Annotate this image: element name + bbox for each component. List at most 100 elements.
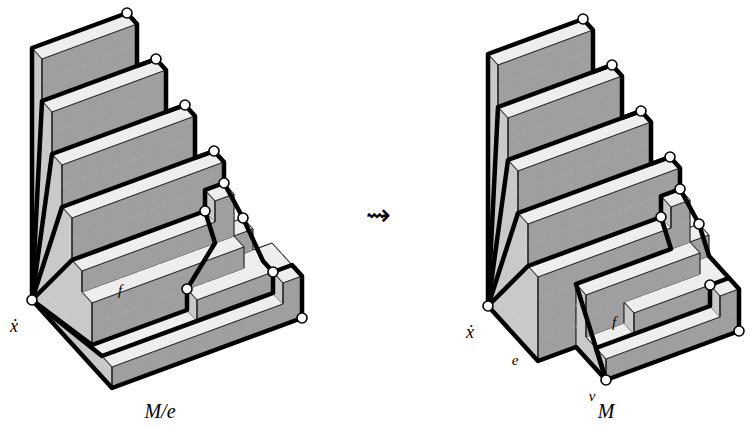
- cube-edge: [557, 263, 576, 270]
- cube-edge: [61, 186, 62, 207]
- cube-edge: [81, 271, 82, 292]
- cube-edge: [169, 339, 188, 346]
- cube-edge: [575, 326, 576, 347]
- cube-edge: [51, 112, 52, 133]
- cube-edge: [234, 236, 244, 247]
- cube-edge: [272, 243, 282, 254]
- cube-edge: [517, 171, 518, 192]
- cube-edge: [91, 303, 92, 324]
- cube-edge: [662, 260, 681, 267]
- graph-vertex: [656, 212, 666, 222]
- cube-edge: [109, 84, 128, 91]
- cube-edge: [537, 319, 538, 340]
- graph-edge: [699, 224, 729, 278]
- cube-edge: [150, 346, 169, 353]
- cube-edge: [537, 277, 538, 298]
- graph-edge: [32, 105, 185, 300]
- cube-edge: [537, 277, 538, 298]
- cube-edge: [576, 256, 595, 263]
- cube-edge: [90, 91, 109, 98]
- cube-edge: [119, 137, 138, 144]
- cube-edge: [41, 59, 42, 80]
- cube-edge: [243, 247, 244, 268]
- cube-edge: [147, 70, 166, 77]
- graph-vertex: [200, 206, 210, 216]
- graph-edge: [32, 300, 302, 388]
- cube-edge: [624, 274, 643, 281]
- cube-edge: [672, 292, 691, 299]
- cube-edge: [99, 31, 118, 38]
- cube-edge: [176, 116, 195, 123]
- cube-edge: [167, 176, 186, 183]
- cube-edge: [623, 302, 624, 323]
- cube-edge: [536, 44, 555, 51]
- cube-edge: [689, 221, 690, 242]
- block-figure: [32, 13, 302, 388]
- cube-edge: [623, 182, 642, 189]
- cube-edge: [555, 37, 574, 44]
- cube-edge: [699, 253, 700, 274]
- graph-edge: [606, 331, 739, 380]
- cube-edge: [643, 267, 662, 274]
- cube-edge: [682, 324, 701, 331]
- cube-edge: [130, 282, 149, 289]
- cube-edge: [585, 196, 604, 203]
- cube-edge: [537, 157, 556, 164]
- cube-edge: [157, 123, 176, 130]
- vertex-label: ẋ: [466, 323, 474, 341]
- cube-edge: [51, 112, 52, 133]
- cube-edge: [61, 165, 62, 186]
- cube-edge: [518, 164, 537, 171]
- cube-edge: [129, 190, 148, 197]
- cube-edge: [527, 245, 528, 266]
- cube-edge: [205, 162, 224, 169]
- cube-edge: [634, 306, 653, 313]
- cube-edge: [186, 169, 205, 176]
- cube-edge: [603, 76, 622, 83]
- cube-edge: [214, 201, 215, 222]
- graph-vertex: [209, 146, 219, 156]
- cube-edge: [663, 331, 682, 338]
- vertex-label: ν: [589, 389, 596, 404]
- cube-edge: [245, 311, 264, 318]
- cube-edge: [139, 243, 158, 250]
- graph-vertex: [182, 284, 192, 294]
- cube-edge: [528, 217, 547, 224]
- cube-edge: [517, 51, 536, 58]
- vertex-label: ẋ: [10, 317, 18, 335]
- cube-edge: [517, 192, 518, 213]
- cube-edge: [517, 171, 518, 192]
- graph-vertex: [578, 14, 588, 24]
- cube-edge: [614, 242, 633, 249]
- cube-edge: [527, 224, 528, 245]
- cube-edge: [670, 207, 671, 228]
- graph-edge: [680, 189, 699, 224]
- cube-edge: [91, 324, 92, 345]
- cube-edge: [197, 293, 216, 300]
- cube-edge: [497, 65, 498, 86]
- cube-edge: [128, 77, 147, 84]
- cube-edge: [214, 201, 215, 222]
- edge-label: f: [612, 315, 616, 330]
- cube-edge: [517, 192, 518, 213]
- cube-edge: [508, 111, 527, 118]
- cube-edge: [92, 296, 111, 303]
- graph-vertex: [705, 280, 715, 290]
- cube-edge: [566, 203, 585, 210]
- cube-edge: [507, 118, 508, 139]
- cube-edge: [235, 279, 254, 286]
- cube-edge: [653, 299, 672, 306]
- cube-edge: [624, 302, 634, 313]
- graph-overlay: [483, 14, 744, 385]
- graph-vertex: [734, 326, 744, 336]
- graph-vertex: [297, 313, 307, 323]
- cube-edge: [91, 204, 110, 211]
- cube-edge: [71, 218, 72, 239]
- cube-edge: [507, 139, 508, 160]
- cube-edge: [149, 275, 168, 282]
- cube-edge: [71, 239, 72, 260]
- cube-edge: [527, 104, 546, 111]
- graph-edge: [596, 285, 710, 380]
- cube-edge: [575, 143, 594, 150]
- cube-edge: [264, 304, 283, 311]
